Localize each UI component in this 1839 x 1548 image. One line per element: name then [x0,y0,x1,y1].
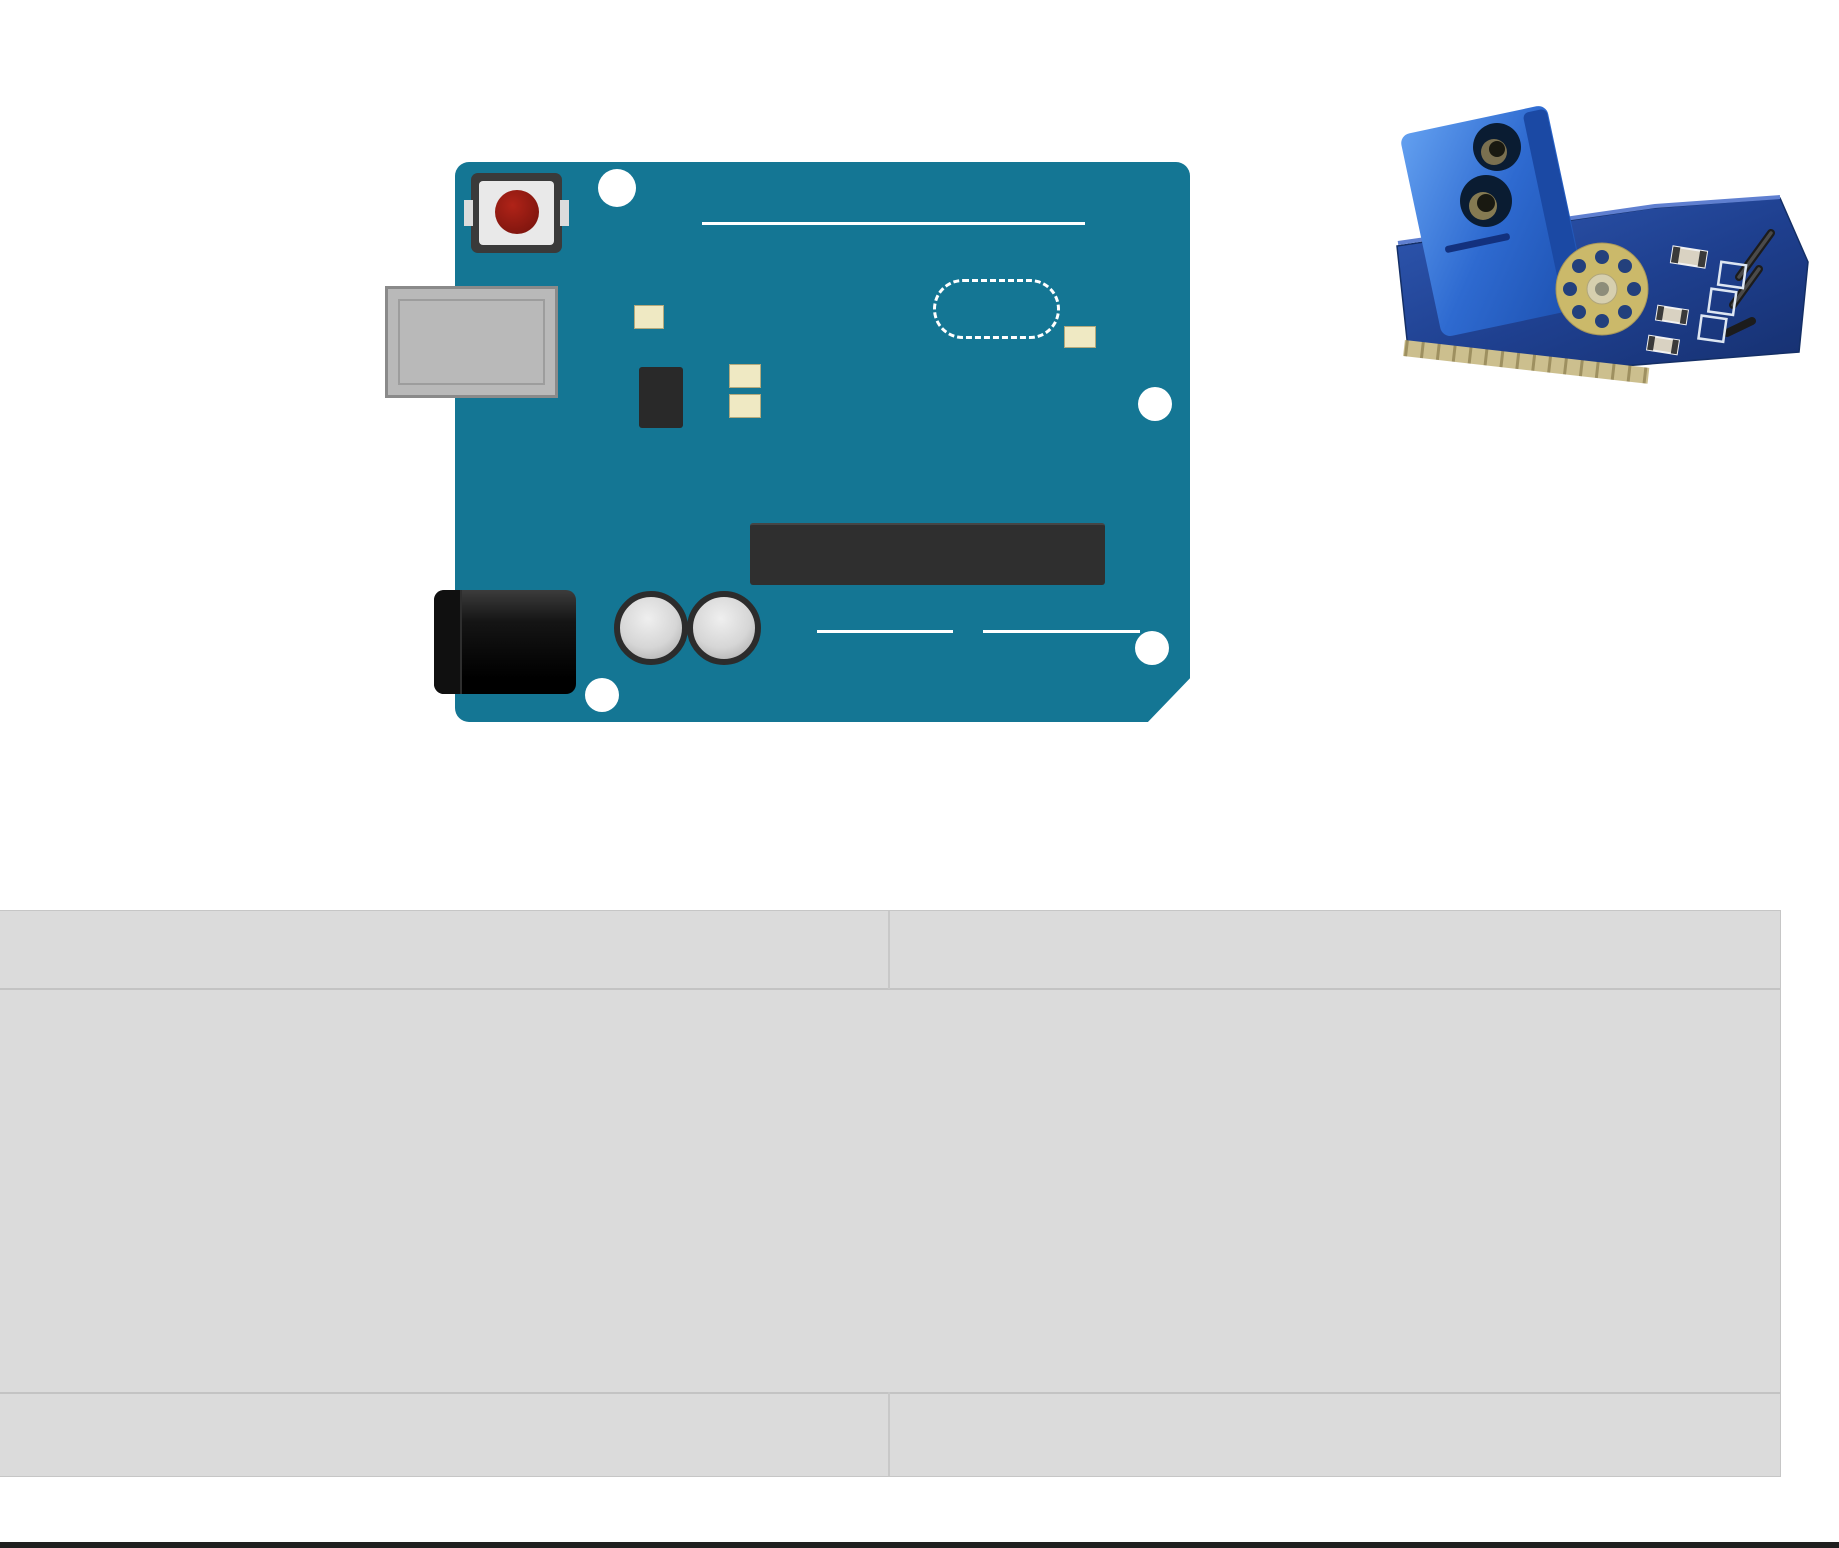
analog-separator [983,630,1140,633]
terminal-hole-plus-center [1477,194,1495,212]
arduino-uno-board[interactable] [455,162,1190,722]
mcu-chip [750,523,1105,585]
breadboard[interactable] [0,910,1781,1477]
sensor-gold-edge [1403,340,1650,384]
bottom-bar [0,1542,1839,1548]
reset-button-tab-left [464,200,473,226]
led-tx [729,364,761,388]
led-rx [729,394,761,418]
mounting-hole-3 [1135,631,1169,665]
mounting-hole-1 [598,169,636,207]
small-chip [639,367,683,428]
sensor-gold-pad [1555,242,1649,336]
capacitor-2 [687,591,761,665]
uno-model-badge [933,279,1060,339]
digital-separator [702,222,1085,225]
power-jack-cap [434,590,462,694]
led-on [1064,326,1096,348]
voltage-sensor-module[interactable] [1396,104,1809,384]
usb-connector-inner [398,299,545,385]
breadboard-divider-bottom [0,1392,1780,1394]
led-l [634,305,664,329]
reset-button-tab-right [560,200,569,226]
capacitor-1 [614,591,688,665]
power-separator [817,630,953,633]
usb-connector [385,286,558,398]
reset-button[interactable] [495,190,539,234]
mounting-hole-4 [585,678,619,712]
sensor-pin-labels [1697,260,1748,344]
terminal-hole-minus-center [1489,141,1505,157]
breadboard-seam-top [888,911,890,989]
board-notch [1146,672,1196,724]
sensor-smd-components [1645,245,1709,356]
breadboard-seam-bottom [888,1392,890,1476]
breadboard-divider-top [0,988,1780,990]
mounting-hole-2 [1138,387,1172,421]
